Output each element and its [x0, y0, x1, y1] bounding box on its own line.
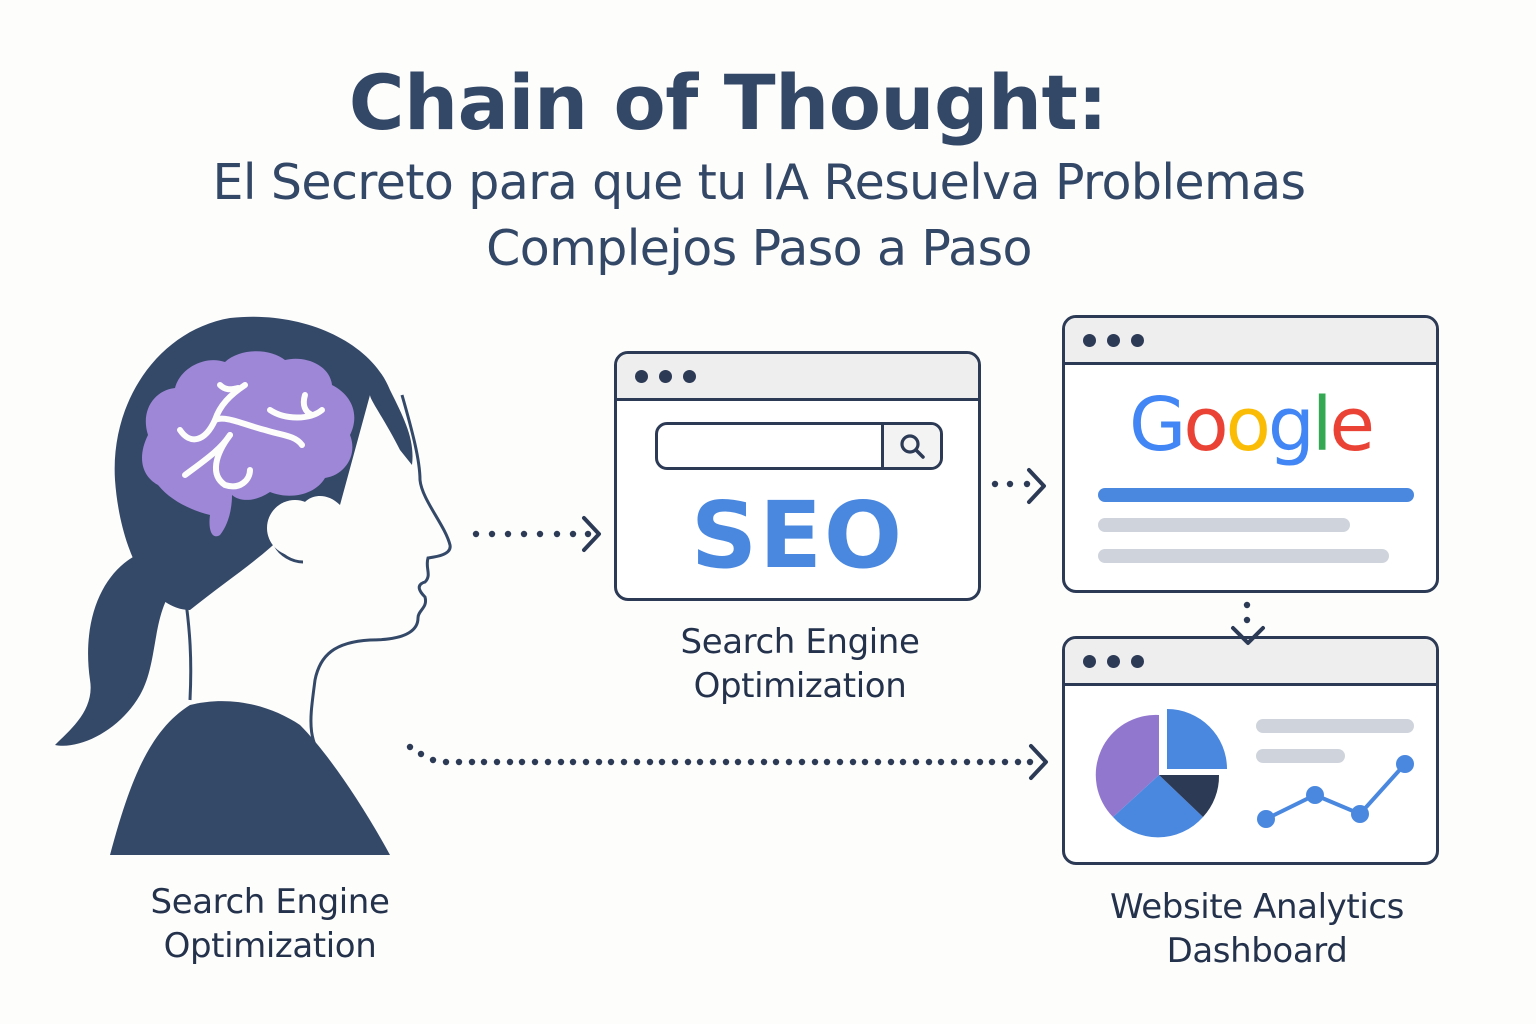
- head-with-brain-icon: [55, 316, 452, 855]
- window-dot-icon: [1083, 333, 1096, 347]
- person-caption: Search Engine Optimization: [150, 882, 390, 966]
- page-title: Chain of Thought:: [348, 58, 1108, 147]
- window-dot-icon: [659, 369, 672, 383]
- seo-text: SEO: [690, 482, 905, 589]
- search-input[interactable]: [655, 422, 943, 470]
- search-result-line: [1098, 549, 1389, 563]
- line-chart-icon: [1257, 755, 1414, 828]
- search-button[interactable]: [881, 425, 940, 467]
- arrowhead-icon: [1027, 468, 1046, 504]
- google-browser-window: Google: [1062, 315, 1439, 593]
- magnifier-icon: [900, 434, 925, 459]
- arrowhead-icon: [582, 516, 601, 552]
- pie-chart-icon: [1095, 709, 1227, 838]
- arrowhead-icon: [1231, 626, 1265, 645]
- analytics-browser-window: [1062, 636, 1439, 865]
- dotted-arrow-person-to-seo: [472, 530, 592, 538]
- window-dot-icon: [1107, 333, 1120, 347]
- window-dot-icon: [683, 369, 696, 383]
- analytics-text-line: [1256, 749, 1345, 763]
- analytics-text-line: [1256, 719, 1414, 733]
- dotted-arrow-google-to-analytics: [1243, 601, 1251, 624]
- analytics-caption: Website Analytics Dashboard: [1110, 887, 1404, 971]
- google-logo: Google: [1129, 382, 1375, 468]
- window-dot-icon: [1083, 654, 1096, 668]
- subtitle-line-2: Complejos Paso a Paso: [486, 220, 1032, 277]
- subtitle-line-1: El Secreto para que tu IA Resuelva Probl…: [212, 154, 1307, 211]
- seo-browser-window: SEO: [614, 351, 981, 601]
- window-dot-icon: [1107, 654, 1120, 668]
- search-result-title-bar: [1098, 488, 1414, 502]
- window-dot-icon: [635, 369, 648, 383]
- window-titlebar: [617, 354, 978, 401]
- window-dot-icon: [1131, 654, 1144, 668]
- dotted-arrow-person-to-analytics: [406, 743, 1034, 766]
- search-result-line: [1098, 518, 1350, 532]
- window-titlebar: [1065, 639, 1436, 686]
- window-titlebar: [1065, 318, 1436, 365]
- dotted-arrow-seo-to-google: [991, 480, 1031, 488]
- seo-caption: Search Engine Optimization: [680, 622, 920, 706]
- arrowhead-icon: [1029, 744, 1048, 780]
- page-subtitle: El Secreto para que tu IA Resuelva Probl…: [0, 150, 1518, 282]
- window-dot-icon: [1131, 333, 1144, 347]
